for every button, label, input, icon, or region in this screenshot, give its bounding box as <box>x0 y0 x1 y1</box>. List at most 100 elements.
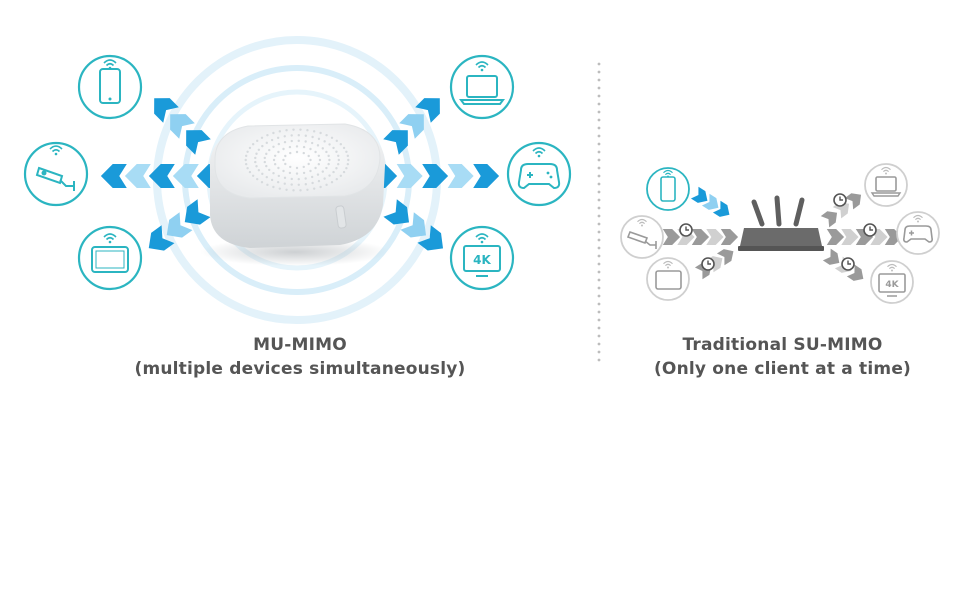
wifi-icon <box>475 233 489 244</box>
vent-dot <box>309 147 312 151</box>
vent-dot <box>277 174 281 178</box>
wifi-icon <box>881 166 891 175</box>
wifi-icon <box>532 147 546 158</box>
vent-dot <box>265 141 268 145</box>
vent-dot <box>290 183 293 186</box>
vent-dot <box>256 177 259 181</box>
vent-dot <box>260 136 264 139</box>
vent-dot <box>328 143 331 146</box>
vent-dot <box>328 158 331 162</box>
divider-dot <box>597 238 601 242</box>
vent-dot <box>317 137 321 141</box>
vent-dot <box>319 131 322 135</box>
vent-dot <box>327 162 330 166</box>
vent-dot <box>342 146 346 150</box>
stream-chevron <box>716 249 734 266</box>
vent-dot <box>307 154 310 158</box>
su-mimo-panel: 4K <box>620 163 940 304</box>
vent-dot <box>317 154 321 157</box>
divider-dot <box>597 118 601 122</box>
stream-chevron <box>172 164 199 188</box>
vent-dot <box>272 145 275 148</box>
su-stream-to-camera <box>662 229 739 245</box>
security-camera-icon <box>35 166 75 191</box>
vent-dot <box>339 143 343 146</box>
vent-dot <box>325 133 328 137</box>
vent-dot <box>325 183 328 187</box>
divider-dot <box>597 310 601 314</box>
tablet-icon <box>91 246 129 273</box>
divider-dot <box>597 286 601 290</box>
vent-dot <box>345 150 348 153</box>
stream-chevron <box>148 225 175 251</box>
stream-chevron <box>447 164 474 188</box>
stream-chevron <box>822 248 840 265</box>
vent-dot <box>304 140 307 143</box>
divider-dot <box>597 222 601 226</box>
vent-dot <box>256 139 259 143</box>
vent-dot <box>299 189 302 192</box>
stream-chevron <box>690 186 708 203</box>
vent-dot <box>276 136 280 140</box>
clock-icon <box>679 223 693 237</box>
vent-dot <box>288 171 292 175</box>
vent-dot <box>295 172 299 175</box>
vent-dot <box>263 156 266 160</box>
router-vent-pattern <box>244 128 350 192</box>
stream-chevron <box>712 200 730 217</box>
vent-dot <box>306 129 309 132</box>
vent-dot <box>289 151 292 155</box>
vent-dot <box>316 173 320 176</box>
vent-dot <box>244 158 247 162</box>
vent-dot <box>272 158 276 162</box>
wifi-icon <box>663 260 673 269</box>
tv-4k-icon: 4K <box>878 273 906 297</box>
divider-dot <box>597 342 601 346</box>
wifi-icon <box>913 214 923 223</box>
vent-dot <box>284 162 287 166</box>
vent-dot <box>297 183 300 186</box>
stream-chevron <box>186 130 211 155</box>
vent-dot <box>337 154 340 158</box>
vent-dot <box>244 162 248 166</box>
vent-dot <box>265 152 268 156</box>
divider-dot <box>597 190 601 194</box>
vent-dot <box>290 134 293 137</box>
vent-dot <box>295 145 299 148</box>
wifi-icon <box>475 61 489 72</box>
su-stream-to-laptop <box>820 193 862 228</box>
vent-dot <box>311 135 314 139</box>
stream-chevron <box>832 202 850 219</box>
divider-dot <box>597 70 601 74</box>
stream-chevron <box>706 229 724 245</box>
divider-dot <box>597 94 601 98</box>
stream-chevron <box>154 98 179 123</box>
vent-dot <box>321 147 324 150</box>
vent-dot <box>246 167 249 170</box>
vent-dot <box>302 165 305 169</box>
wifi-icon <box>103 59 117 70</box>
stream-chevron <box>691 229 710 245</box>
vent-dot <box>295 166 299 170</box>
vent-dot <box>321 170 324 173</box>
vent-dot <box>319 185 322 189</box>
tv-4k-icon: 4K <box>463 245 501 277</box>
divider-dot <box>597 302 601 306</box>
vent-dot <box>266 133 269 137</box>
vent-dot <box>255 165 258 168</box>
vent-dot <box>244 154 248 158</box>
vent-dot <box>318 158 322 162</box>
vent-dot <box>309 169 312 173</box>
vent-dot <box>283 140 287 144</box>
vent-dot <box>260 181 264 184</box>
stream-to-camera <box>100 164 223 188</box>
mu-device-gamepad <box>506 141 572 207</box>
vent-dot <box>297 177 300 181</box>
vent-dot <box>310 141 314 145</box>
vent-dot <box>248 170 252 174</box>
vent-dot <box>285 129 288 132</box>
vent-dot <box>316 144 320 147</box>
vent-dot <box>304 183 308 186</box>
vent-dot <box>255 152 258 155</box>
vent-dot <box>335 177 338 181</box>
